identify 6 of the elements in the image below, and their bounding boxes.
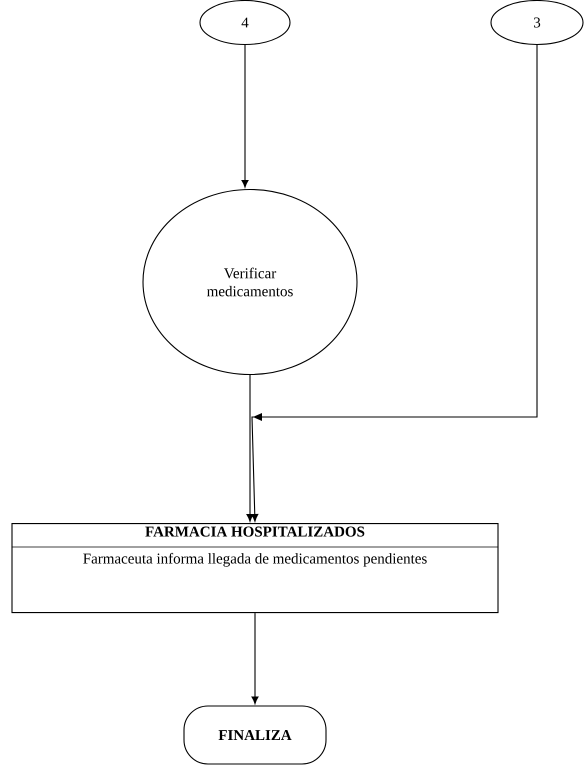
arrow xyxy=(251,45,538,522)
arrow xyxy=(252,613,258,704)
process-box: FARMACIA HOSPITALIZADOS Farmaceuta informa llegada de medicamentos pendientes xyxy=(11,523,499,614)
arrow xyxy=(242,45,248,188)
arrow xyxy=(246,375,254,522)
terminal-box: FINALIZA xyxy=(183,705,327,765)
